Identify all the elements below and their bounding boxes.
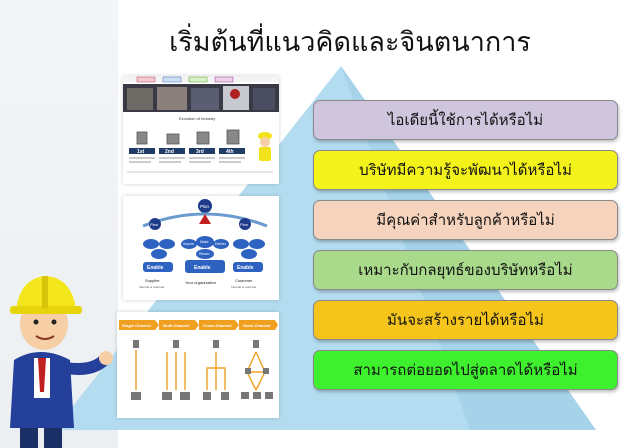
industry-stage-3: 3rd	[196, 149, 204, 155]
supply-enable-1: Enable	[147, 265, 164, 271]
channel-header-multi: Multi-Channel	[163, 323, 189, 328]
supply-enable-2: Enable	[194, 265, 211, 271]
supply-plan-right: Plan	[240, 222, 248, 227]
channel-header-cross: Cross-Channel	[203, 323, 231, 328]
question-box-feasibility: ไอเดียนี้ใช้การได้หรือไม่	[313, 100, 618, 140]
channel-header-single: Single Channel	[122, 323, 151, 328]
supply-node-deliver: Deliver	[215, 242, 227, 246]
question-box-strategy-fit: เหมาะกับกลยุทธ์ของบริษัทหรือไม่	[313, 250, 618, 290]
supply-node-make: Make	[200, 240, 209, 244]
question-box-revenue: มันจะสร้างรายได้หรือไม่	[313, 300, 618, 340]
industry-stage-2: 2nd	[165, 149, 174, 155]
channel-evolution-image: Single Channel Multi-Channel Cross-Chann…	[117, 312, 279, 418]
supply-top-plan: Plan	[200, 204, 210, 209]
engineer-cartoon-icon	[10, 276, 113, 448]
question-box-market-extension: สามารถต่อยอดไปสู่ตลาดได้หรือไม่	[313, 350, 618, 390]
industry-heading: Evolution of Industry	[179, 116, 215, 121]
question-text-revenue: มันจะสร้างรายได้หรือไม่	[387, 311, 544, 329]
question-box-customer-value: มีคุณค่าสำหรับลูกค้าหรือไม่	[313, 200, 618, 240]
question-text-market-extension: สามารถต่อยอดไปสู่ตลาดได้หรือไม่	[353, 361, 578, 379]
supply-sublabel-1: Internal or external	[139, 285, 164, 289]
slide-title: เริ่มต้นที่แนวคิดและจินตนาการ	[169, 27, 531, 58]
supply-label-organization: Your organization	[185, 280, 216, 285]
supply-sublabel-2: Internal or external	[231, 285, 256, 289]
supply-node-source: Source	[183, 242, 194, 246]
supply-plan-left: Plan	[150, 222, 158, 227]
question-text-feasibility: ไอเดียนี้ใช้การได้หรือไม่	[387, 111, 544, 129]
question-text-knowledge: บริษัทมีความรู้จะพัฒนาได้หรือไม่	[359, 161, 572, 179]
supply-label-customer: Customer	[235, 278, 253, 283]
question-text-strategy-fit: เหมาะกับกลยุทธ์ของบริษัทหรือไม่	[358, 261, 573, 279]
channel-header-omni: Omni-Channel	[243, 323, 270, 328]
supply-chain-image: Plan Plan Plan Source Make Deliver Retur…	[123, 196, 279, 300]
supply-label-supplier: Supplier	[145, 278, 160, 283]
question-box-knowledge: บริษัทมีความรู้จะพัฒนาได้หรือไม่	[313, 150, 618, 190]
industry-evolution-image: Evolution of Industry 1st 2nd 3rd 4th	[123, 76, 279, 184]
supply-enable-3: Enable	[237, 265, 254, 271]
question-text-customer-value: มีคุณค่าสำหรับลูกค้าหรือไม่	[376, 211, 555, 229]
supply-node-return: Return	[199, 252, 210, 256]
industry-stage-1: 1st	[137, 149, 145, 155]
industry-stage-4: 4th	[226, 149, 234, 155]
